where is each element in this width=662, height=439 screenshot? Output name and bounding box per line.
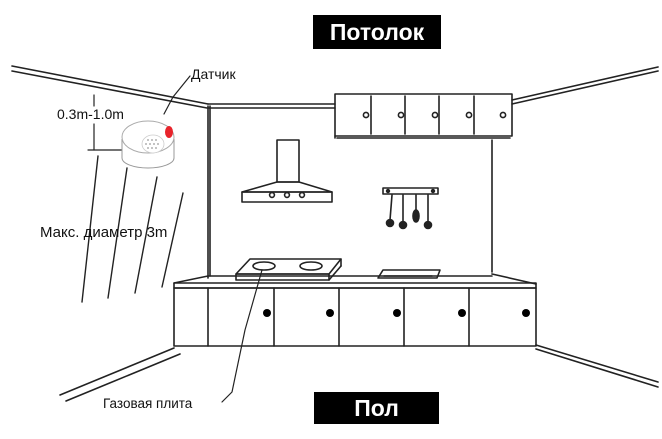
- room-outline: [11, 65, 659, 402]
- ceiling-label: Потолок: [313, 15, 441, 49]
- mounting-distance-label: 0.3m-1.0m: [57, 106, 124, 122]
- wall-cabinet: [334, 93, 513, 139]
- base-cabinets: [173, 287, 537, 347]
- max-diameter-label: Макс. диаметр 3m: [40, 224, 168, 241]
- sensor-pointer: [163, 75, 191, 115]
- floor-label: Пол: [314, 392, 439, 424]
- base-cabinet-knobs: [263, 309, 530, 317]
- detection-range-lines: [81, 155, 184, 303]
- stove-pointer: [221, 269, 263, 403]
- wall-cabinet-knobs: [362, 111, 507, 119]
- gas-stove-label: Газовая плита: [103, 396, 193, 411]
- distance-marker: [87, 94, 123, 151]
- countertop: [173, 273, 537, 289]
- smoke-sensor-icon: [121, 120, 175, 169]
- sensor-label: Датчик: [191, 66, 236, 82]
- range-hood-icon: [241, 139, 333, 203]
- gas-stove-icon: [235, 258, 342, 281]
- utensil-rack-icon: [382, 187, 439, 230]
- sink-icon: [377, 269, 441, 279]
